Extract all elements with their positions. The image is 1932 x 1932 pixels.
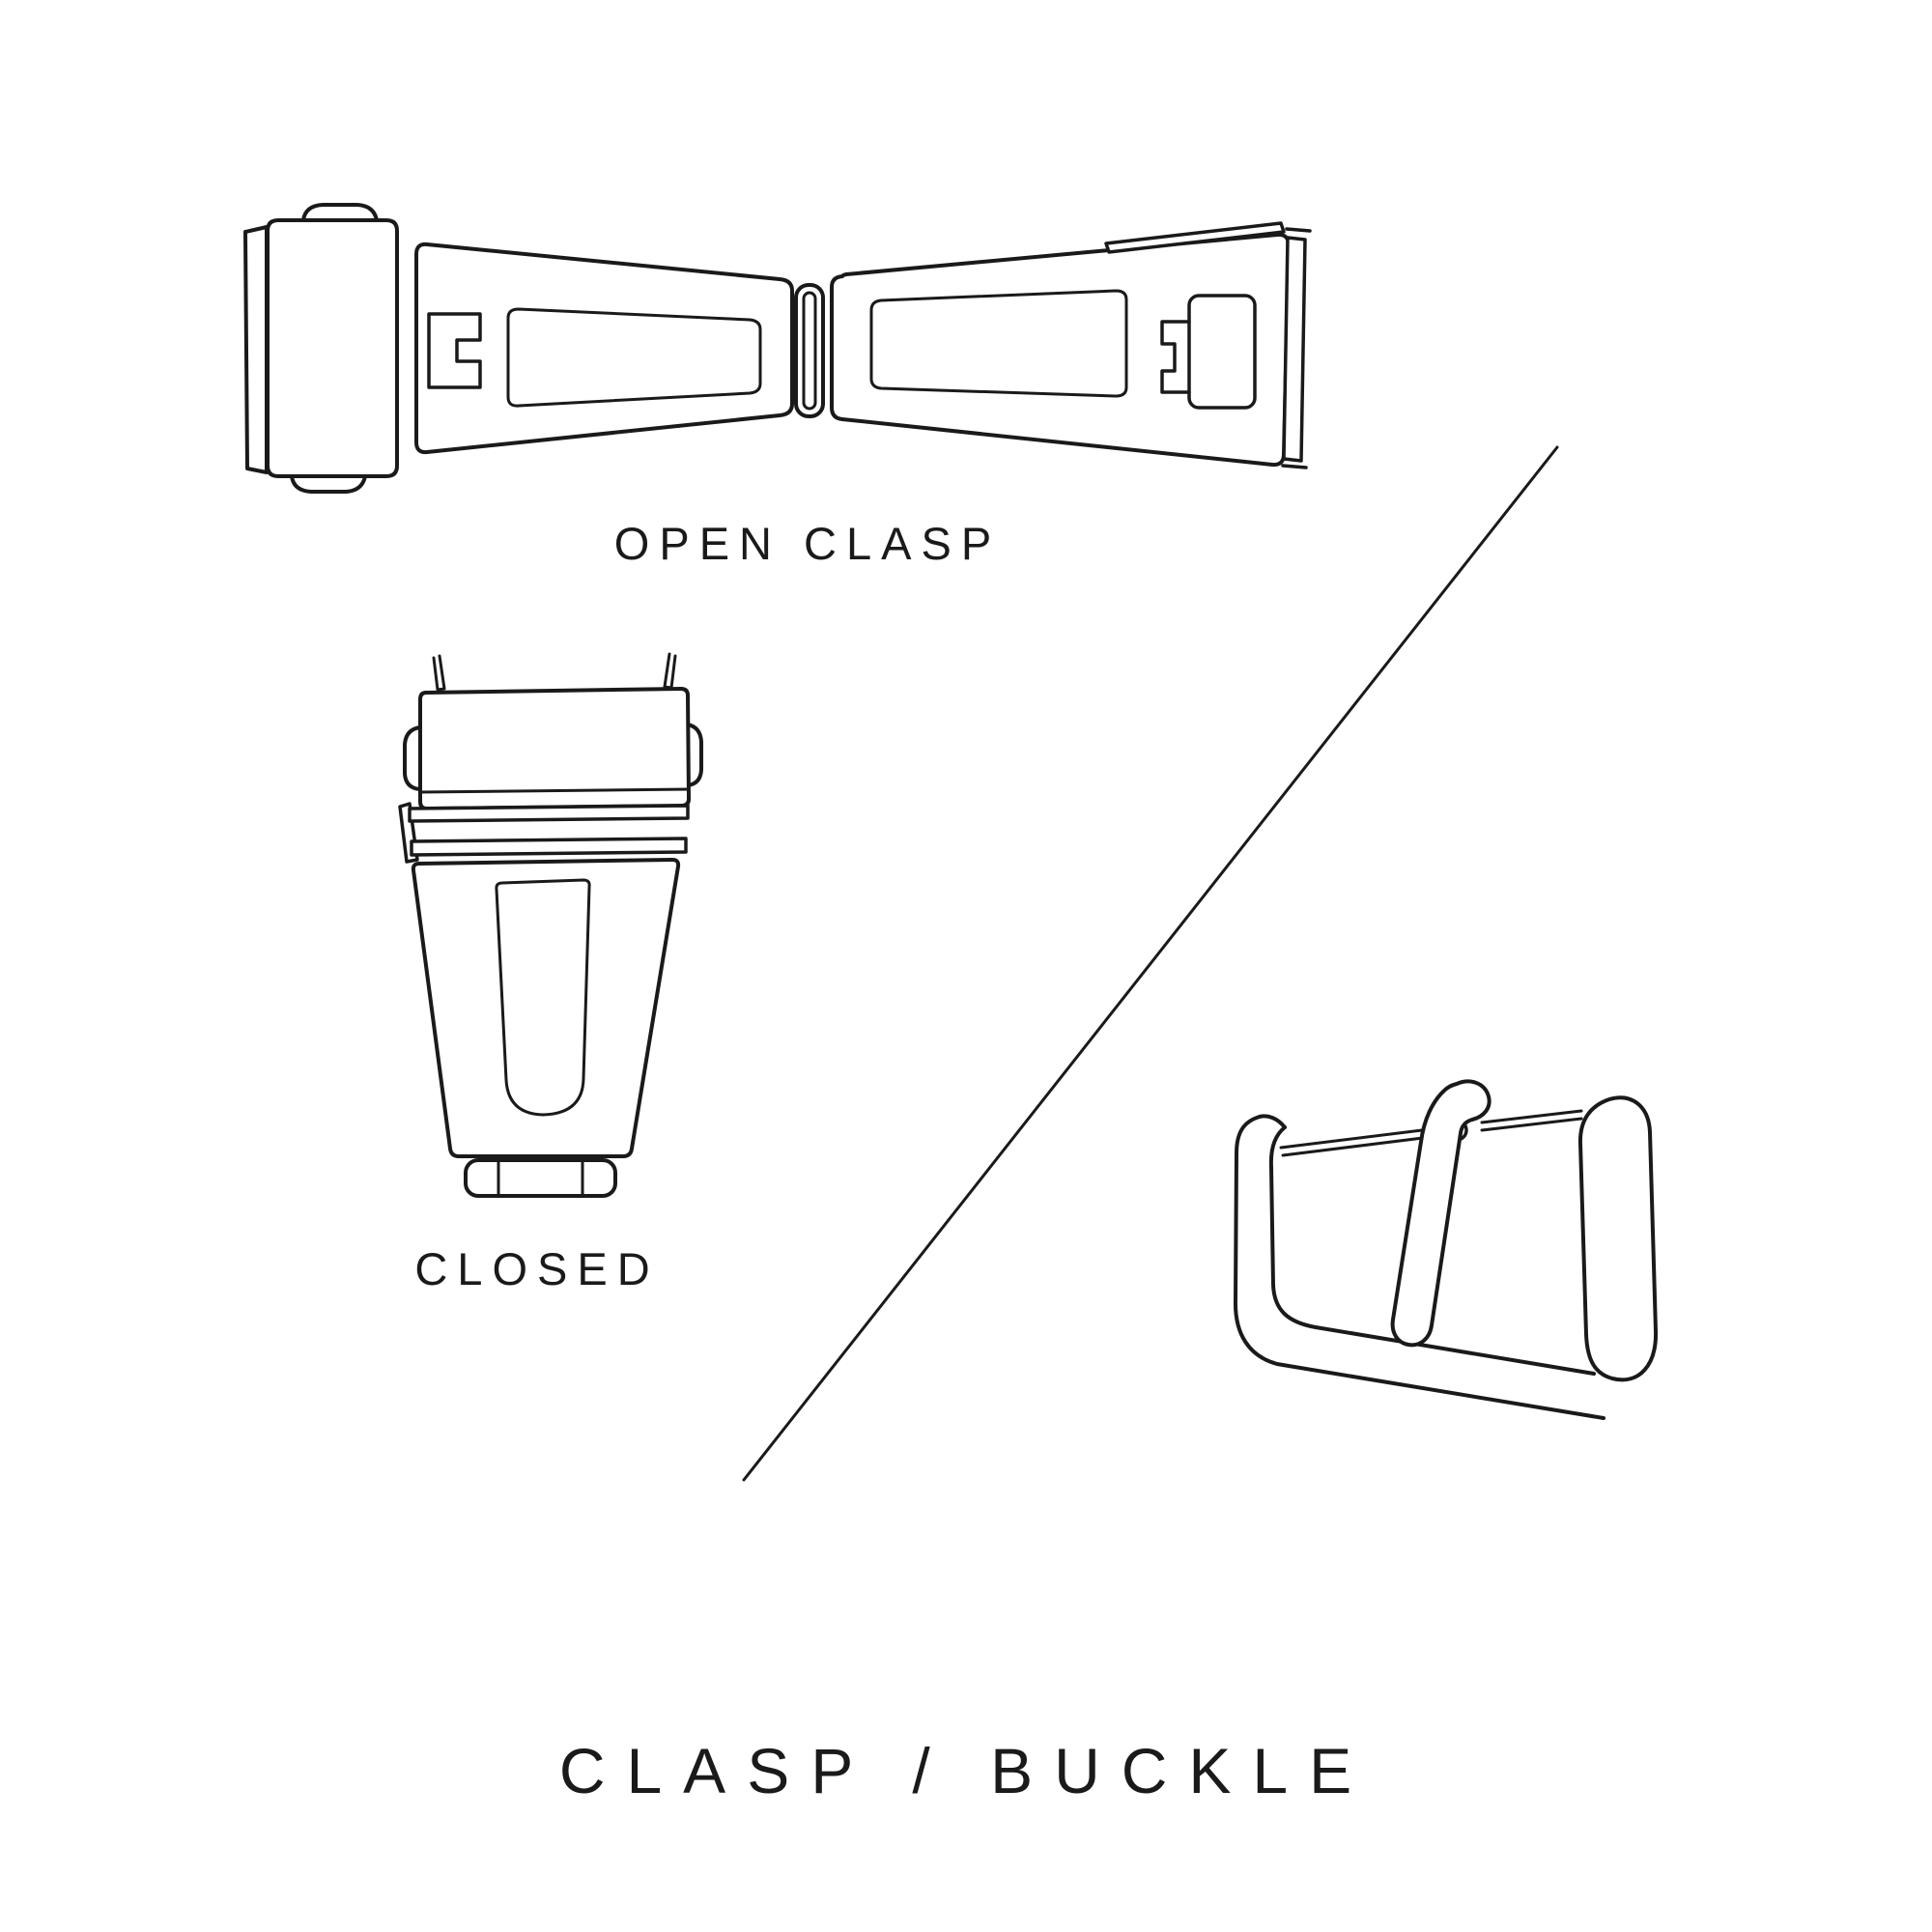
page-title: CLASP / BUCKLE [558,1735,1374,1806]
closed-bottom-cap [464,1158,617,1198]
open-clasp-label: OPEN CLASP [613,518,1002,569]
buckle-spring-bar-left [1279,1127,1432,1150]
clasp-cap-strip [243,225,269,474]
buckle-right-bar [1577,1095,1659,1382]
open-clasp-illustration [243,203,1312,494]
clasp-end-tick-bottom [1281,464,1308,469]
closed-body-slot [495,878,591,1117]
buckle-illustration [1233,1079,1659,1420]
buckle-spring-bar-right-2 [1480,1117,1583,1132]
clasp-hinge-inner [802,291,817,411]
closed-band-strip-2 [410,837,688,857]
clasp-end-tick-top [1285,227,1312,233]
buckle-frame-outer [1233,1115,1605,1420]
clasp-end-cap [1282,236,1307,463]
clasp-keeper [1187,294,1257,410]
clasp-cap-main [266,218,399,478]
closed-band-strip-1 [408,804,690,823]
clasp-right-top-strip [1104,221,1286,254]
clasp-left-arm [414,242,794,455]
buckle-spring-bar-right [1480,1109,1583,1124]
closed-ear-left [403,725,422,791]
buckle-spring-bar-left-2 [1281,1135,1433,1157]
clasp-keeper-hook [1160,320,1191,394]
buckle-frame-inner [1268,1125,1596,1376]
clasp-cap-bottom-bump [290,474,367,494]
closed-prong-left [432,654,446,692]
clasp-right-arm [830,232,1291,468]
clasp-right-arm-inner [869,289,1128,398]
clasp-left-arm-inner [506,307,762,408]
closed-ear-right [685,723,703,787]
closed-body [411,858,681,1158]
clasp-cap-top-bump [301,203,379,222]
buckle-frame-cap [1258,1114,1287,1129]
clasp-release-notch [427,312,482,389]
buckle-tang [1390,1079,1492,1348]
closed-block-line [418,787,691,794]
closed-clasp-illustration [398,652,703,1198]
closed-clasp-label: CLOSED [414,1243,660,1294]
